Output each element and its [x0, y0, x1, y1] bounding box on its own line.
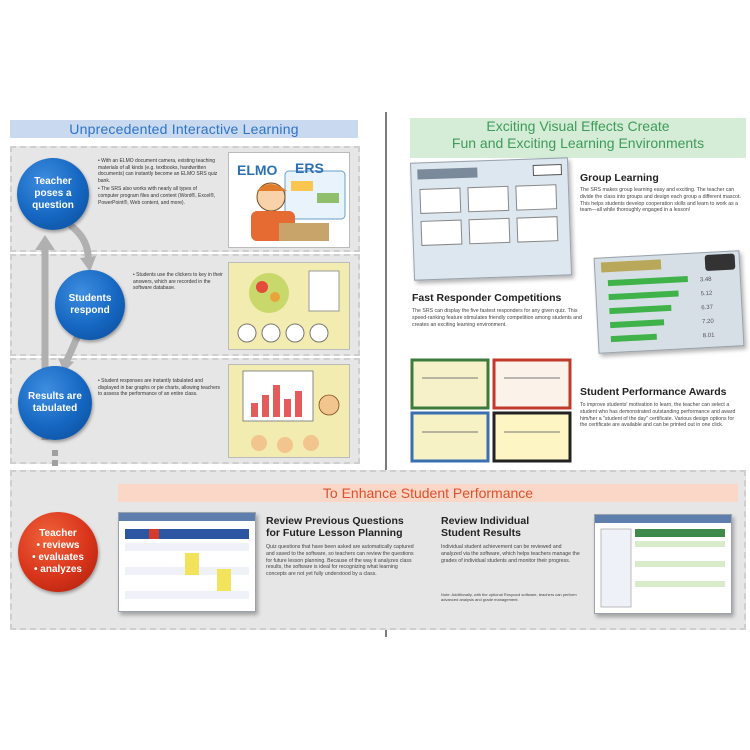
- teacher-reviews-circle: Teacher • reviews • evaluates • analyzes: [18, 512, 98, 592]
- review-prev-title-line2: for Future Lesson Planning: [266, 527, 403, 539]
- review-individual-drawing: [595, 515, 731, 608]
- fast-responder-title: Fast Responder Competitions: [412, 292, 562, 304]
- review-circle-line2: • reviews: [36, 540, 80, 551]
- group-learning-screen-drawing: [417, 164, 563, 246]
- page-divider: [385, 112, 387, 637]
- step2-bullets: • Students use the clickers to key in th…: [133, 272, 223, 294]
- review-ind-title: Review Individual Student Results: [441, 515, 529, 539]
- fast-time-1: 3.48: [700, 277, 713, 284]
- right-banner-line2: Fun and Exciting Learning Environments: [451, 135, 705, 151]
- left-banner: Unprecedented Interactive Learning: [10, 120, 358, 138]
- teacher-illustration: ELMO ERS: [228, 152, 350, 248]
- students-illustration: [228, 262, 350, 350]
- left-banner-title: Unprecedented Interactive Learning: [69, 121, 299, 137]
- review-ind-title-line2: Student Results: [441, 527, 521, 539]
- teacher-poses-question-circle: Teacher poses a question: [17, 158, 89, 230]
- results-drawing: [229, 365, 349, 457]
- review-circle-line4: • analyzes: [34, 564, 82, 575]
- review-questions-drawing: [119, 513, 255, 599]
- illustration-logo-text-2: ERS: [295, 160, 324, 176]
- results-tabulated-circle: Results are tabulated: [18, 366, 92, 440]
- fast-time-4: 7.20: [702, 319, 715, 326]
- step3-line1: Results are: [28, 391, 82, 402]
- review-ind-title-line1: Review Individual: [441, 515, 530, 527]
- review-questions-screenshot: [118, 512, 256, 612]
- bottom-banner-title: To Enhance Student Performance: [322, 485, 534, 501]
- awards-title: Student Performance Awards: [580, 386, 727, 398]
- review-prev-title: Review Previous Questions for Future Les…: [266, 515, 404, 539]
- certificates-image: [410, 358, 572, 463]
- bottom-banner: To Enhance Student Performance: [118, 484, 738, 502]
- teacher-drawing: ELMO ERS: [229, 153, 349, 247]
- step1-bullet-2: • The SRS also works with nearly all typ…: [98, 186, 216, 206]
- fast-time-2: 5.12: [700, 291, 713, 298]
- fast-responder-body: The SRS can display the five fastest res…: [412, 308, 582, 328]
- fast-time-3: 6.37: [701, 305, 714, 312]
- review-prev-body: Quiz questions that have been asked are …: [266, 544, 414, 578]
- group-learning-title: Group Learning: [580, 172, 659, 184]
- review-prev-title-line1: Review Previous Questions: [266, 515, 404, 527]
- fast-responder-screenshot: 3.48 5.12 6.37 7.20 8.01: [593, 250, 745, 354]
- step1-line3: question: [32, 200, 74, 211]
- step3-bullets: • Student responses are instantly tabula…: [98, 378, 220, 400]
- step2-bullet-1: • Students use the clickers to key in th…: [133, 272, 223, 292]
- step2-line1: Students: [68, 293, 112, 304]
- clickers-drawing: [229, 263, 349, 349]
- results-illustration: [228, 364, 350, 458]
- right-banner: Exciting Visual Effects Create Fun and E…: [410, 118, 746, 158]
- step1-line2: poses a: [34, 188, 72, 199]
- review-circle-line3: • evaluates: [32, 552, 84, 563]
- step1-line1: Teacher: [34, 176, 72, 187]
- awards-body: To improve students' motivation to learn…: [580, 402, 736, 429]
- step2-line2: respond: [70, 305, 110, 316]
- group-learning-screenshot: [409, 157, 573, 281]
- step3-bullet-1: • Student responses are instantly tabula…: [98, 378, 221, 398]
- fast-time-5: 8.01: [703, 333, 716, 340]
- illustration-logo-text: ELMO: [237, 162, 278, 178]
- review-ind-body: Individual student achievement can be re…: [441, 544, 580, 564]
- right-banner-line1: Exciting Visual Effects Create: [486, 118, 670, 134]
- fast-responder-drawing: 3.48 5.12 6.37 7.20 8.01: [600, 253, 736, 343]
- review-circle-line1: Teacher: [39, 528, 77, 539]
- step3-line2: tabulated: [32, 403, 78, 414]
- step1-bullet-1: • With an ELMO document camera, existing…: [98, 158, 218, 184]
- step1-bullets: • With an ELMO document camera, existing…: [98, 158, 218, 208]
- review-individual-screenshot: [594, 514, 732, 614]
- group-learning-body: The SRS makes group learning easy and ex…: [580, 187, 741, 214]
- review-ind-note: Note: Additionally, with the optional Ro…: [441, 592, 577, 603]
- students-respond-circle: Students respond: [55, 270, 125, 340]
